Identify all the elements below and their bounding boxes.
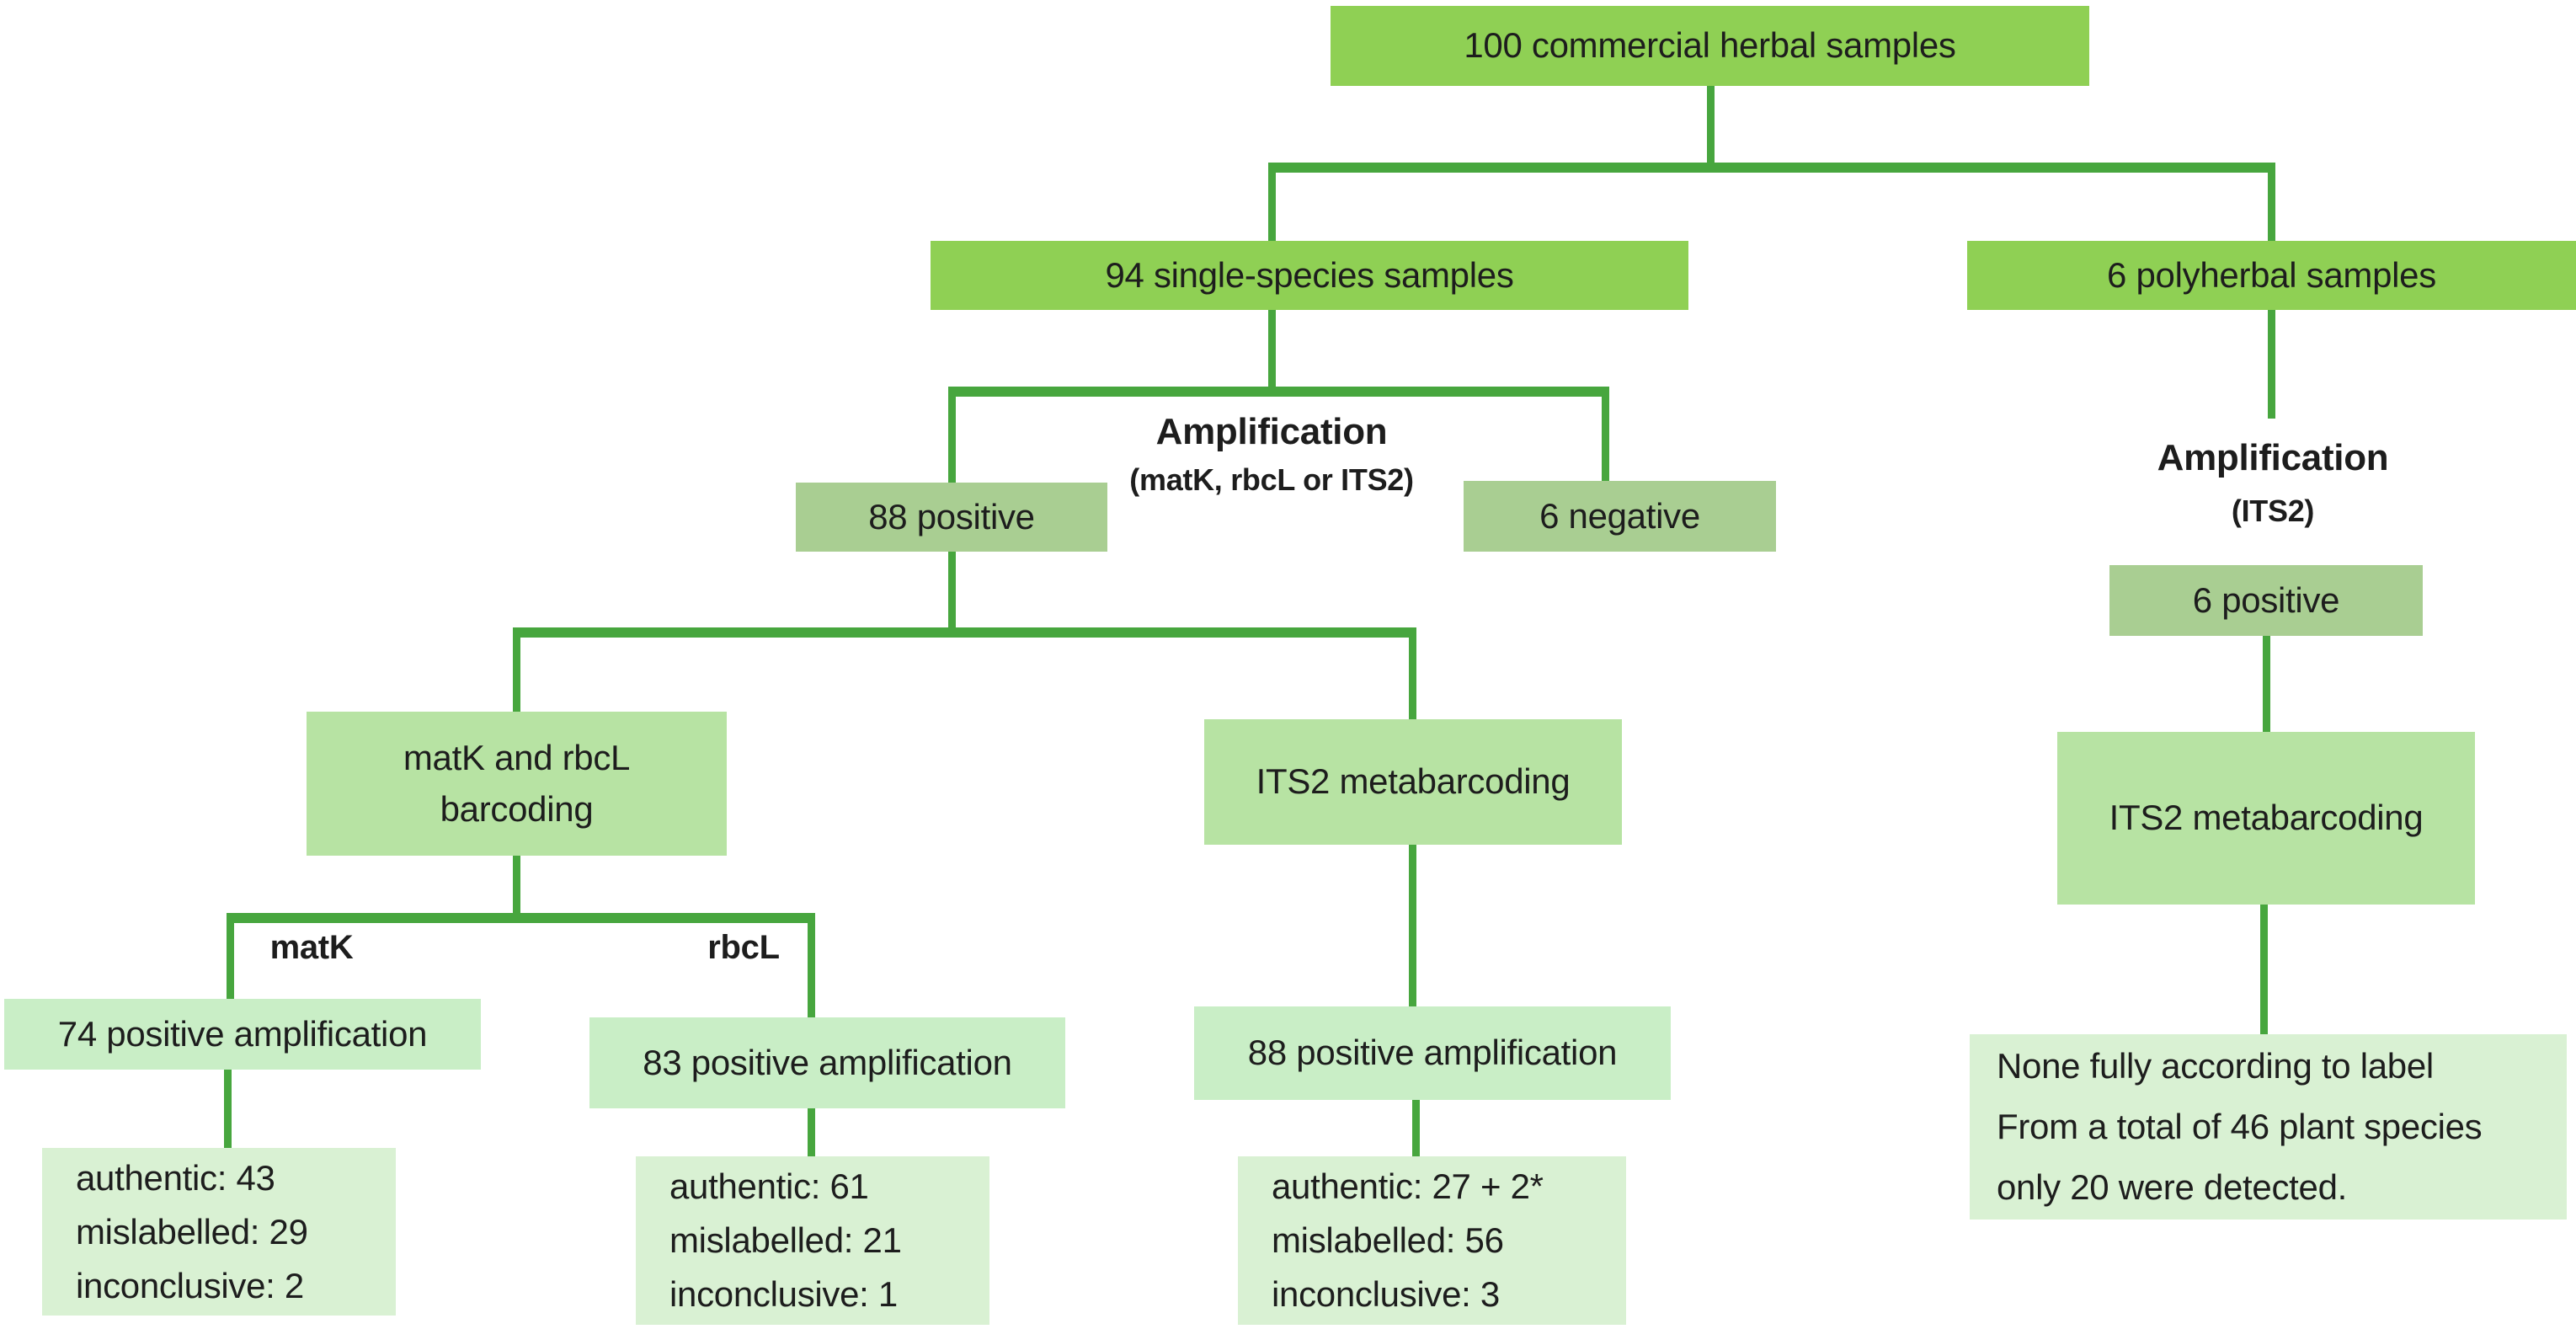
connector-line: [2260, 905, 2268, 1034]
amplification-poly-title-text: Amplification: [2157, 437, 2389, 478]
poly-results-line1: None fully according to label: [1997, 1046, 2434, 1086]
connector-line: [948, 387, 1609, 397]
connector-line: [227, 913, 815, 923]
matk-results-line1: authentic: 43: [76, 1157, 275, 1198]
node-matk-amplification-label: 74 positive amplification: [57, 1013, 428, 1054]
amplification-poly-subtitle-text: (ITS2): [2231, 494, 2315, 528]
matk-branch-label-text: matK: [269, 929, 354, 966]
node-polyherbal-label: 6 polyherbal samples: [2107, 254, 2436, 295]
matk-branch-label: matK: [270, 929, 354, 967]
node-poly-results: None fully according to label From a tot…: [1970, 1034, 2567, 1220]
connector-line: [1409, 638, 1416, 719]
amplification-poly-title: Amplification: [2157, 437, 2389, 479]
connector-line: [224, 1070, 232, 1148]
connector-line: [227, 923, 234, 999]
node-single-species-label: 94 single-species samples: [1105, 254, 1514, 295]
node-matk-results: authentic: 43 mislabelled: 29 inconclusi…: [42, 1148, 396, 1316]
node-its2-metabarcoding-poly: ITS2 metabarcoding: [2057, 732, 2475, 905]
node-its2-metabarcoding-single-label: ITS2 metabarcoding: [1256, 761, 1571, 802]
poly-results-line3: only 20 were detected.: [1997, 1167, 2348, 1207]
connector-line: [948, 552, 956, 627]
connector-line: [2263, 636, 2270, 732]
amplification-poly-subtitle: (ITS2): [2231, 494, 2315, 529]
amplification-single-subtitle-text: (matK, rbcL or ITS2): [1129, 462, 1414, 497]
connector-line: [808, 1108, 815, 1156]
rbcl-results-line3: inconclusive: 1: [669, 1274, 898, 1314]
node-polyherbal: 6 polyherbal samples: [1967, 241, 2576, 310]
connector-line: [1707, 86, 1715, 168]
connector-line: [1268, 310, 1276, 387]
node-single-species: 94 single-species samples: [931, 241, 1688, 310]
node-6-negative: 6 negative: [1464, 481, 1776, 552]
connector-line: [2268, 310, 2275, 419]
connector-line: [1409, 845, 1416, 1006]
connector-line: [1412, 1100, 1420, 1156]
connector-line: [513, 627, 1416, 638]
rbcl-results-line1: authentic: 61: [669, 1166, 869, 1206]
node-rbcl-results: authentic: 61 mislabelled: 21 inconclusi…: [636, 1156, 989, 1325]
connector-line: [513, 856, 520, 913]
node-6-positive: 6 positive: [2109, 565, 2423, 636]
amplification-single-subtitle: (matK, rbcL or ITS2): [1129, 462, 1414, 498]
node-rbcl-amplification-label: 83 positive amplification: [643, 1042, 1012, 1082]
node-88-positive: 88 positive: [796, 483, 1107, 552]
node-its2-metabarcoding-poly-label: ITS2 metabarcoding: [2109, 798, 2424, 838]
node-6-negative-label: 6 negative: [1539, 495, 1700, 536]
node-matk-rbcl-line2: barcoding: [440, 788, 594, 829]
node-matk-amplification: 74 positive amplification: [4, 999, 481, 1070]
node-its2-amplification-label: 88 positive amplification: [1247, 1033, 1618, 1073]
connector-line: [948, 397, 956, 483]
rbcl-results-line2: mislabelled: 21: [669, 1220, 902, 1260]
amplification-single-title: Amplification: [1156, 411, 1388, 453]
rbcl-branch-label-text: rbcL: [707, 929, 780, 966]
node-its2-amplification: 88 positive amplification: [1194, 1006, 1671, 1100]
node-88-positive-label: 88 positive: [868, 496, 1035, 536]
node-rbcl-amplification: 83 positive amplification: [589, 1017, 1065, 1108]
its2-results-line1: authentic: 27 + 2*: [1272, 1166, 1544, 1206]
connector-line: [808, 923, 815, 1017]
its2-results-line2: mislabelled: 56: [1272, 1220, 1504, 1260]
connector-line: [1268, 163, 2275, 173]
amplification-single-title-text: Amplification: [1155, 411, 1388, 452]
connector-line: [1268, 173, 1276, 241]
connector-line: [2268, 173, 2275, 241]
rbcl-branch-label: rbcL: [707, 929, 780, 967]
node-its2-results: authentic: 27 + 2* mislabelled: 56 incon…: [1238, 1156, 1626, 1325]
node-matk-rbcl-line1: matK and rbcL: [403, 737, 631, 777]
connector-line: [513, 638, 520, 712]
node-6-positive-label: 6 positive: [2192, 579, 2340, 620]
poly-results-line2: From a total of 46 plant species: [1997, 1107, 2483, 1146]
its2-results-line3: inconclusive: 3: [1272, 1274, 1500, 1314]
node-its2-metabarcoding-single: ITS2 metabarcoding: [1204, 719, 1622, 845]
node-matk-rbcl-barcoding: matK and rbcL barcoding: [307, 712, 727, 856]
connector-line: [1602, 397, 1609, 481]
matk-results-line3: inconclusive: 2: [76, 1265, 304, 1305]
node-root-label: 100 commercial herbal samples: [1464, 25, 1956, 66]
matk-results-line2: mislabelled: 29: [76, 1211, 308, 1252]
node-root: 100 commercial herbal samples: [1331, 6, 2089, 86]
